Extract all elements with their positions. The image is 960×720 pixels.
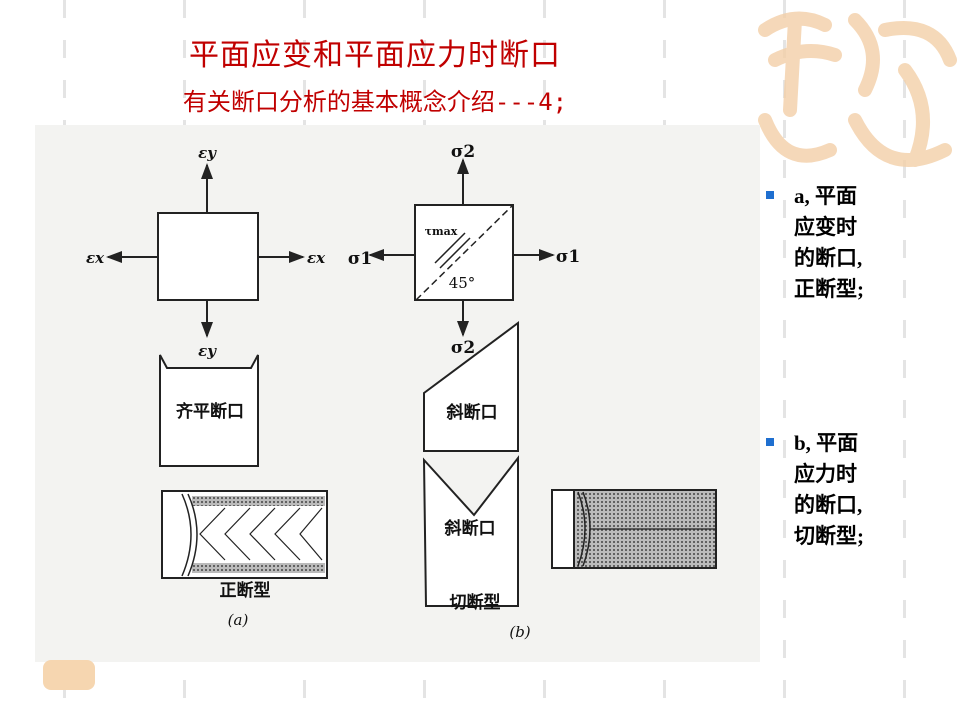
v-fracture-shape	[422, 455, 519, 607]
bullet-square-icon	[766, 438, 774, 446]
label-ex-left: εx	[86, 249, 105, 267]
bullet-line: 应变时	[794, 215, 857, 239]
label-angle: 45°	[449, 274, 476, 292]
label-sigma1-right: σ1	[556, 247, 580, 267]
bullet-plane-strain: a, 平面应变时的断口, 正断型;	[766, 181, 914, 305]
bullet-plane-stress: b, 平面应力时的断口, 切断型;	[766, 428, 914, 552]
normal-fracture-type-label: 正断型	[220, 580, 271, 601]
slant-fracture-label: 斜断口	[446, 402, 498, 423]
label-ey-bottom: εy	[198, 342, 217, 360]
label-sigma2-top: σ2	[451, 142, 475, 162]
label-sigma2-bottom: σ2	[451, 338, 475, 358]
bullet-line: 切断型;	[794, 524, 864, 548]
strain-element-square	[157, 212, 259, 301]
label-ex-right: εx	[307, 249, 326, 267]
flat-fracture-shape	[159, 354, 259, 467]
bullet-line: b, 平面	[794, 431, 859, 455]
flat-fracture-label: 齐平断口	[176, 401, 244, 422]
bullet-line: 的断口,	[794, 493, 863, 517]
label-tau-max: τmax	[425, 225, 458, 238]
v-fracture-label: 斜断口	[444, 518, 496, 539]
small-logo-icon	[43, 660, 95, 690]
label-ey-top: εy	[198, 144, 217, 162]
label-sigma1-left: σ1	[348, 249, 372, 269]
shear-fracture-type-label: 切断型	[450, 592, 501, 613]
bullet-line: 的断口,	[794, 246, 863, 270]
bullet-line: a, 平面	[794, 184, 857, 208]
bullet-line: 正断型;	[794, 277, 864, 301]
bullet-line: 应力时	[794, 462, 857, 486]
watermark-logo	[758, 11, 957, 167]
slide-subtitle: 有关断口分析的基本概念介绍---4;	[182, 88, 568, 116]
slide-title: 平面应变和平面应力时断口	[189, 38, 561, 73]
bullet-square-icon	[766, 191, 774, 199]
fracture-diagram: εy εx εx εy 齐平断口 正断型 (a) σ2 σ1 σ1 σ2 τma…	[35, 125, 760, 662]
slant-fracture-shape	[423, 321, 519, 452]
caption-b: (b)	[509, 623, 530, 641]
caption-a: (a)	[228, 611, 249, 629]
